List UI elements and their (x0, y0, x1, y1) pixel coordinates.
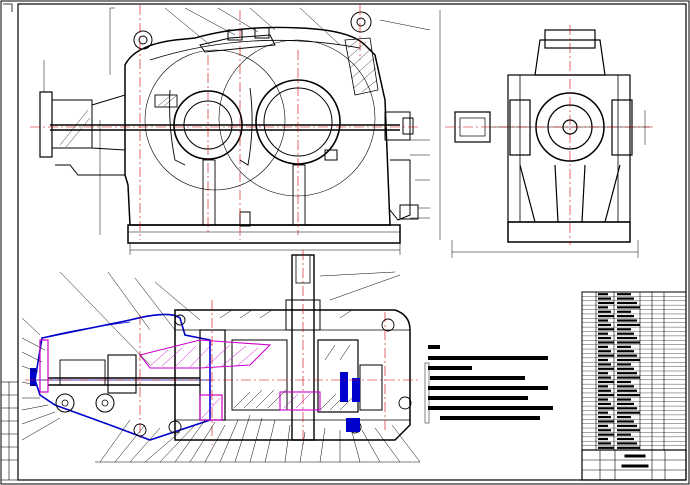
parts-list-name-mark (617, 433, 631, 436)
parts-list-entry-mark (598, 323, 611, 327)
plan-centerlines (25, 250, 420, 445)
parts-list-entry-mark (598, 315, 614, 318)
parts-list-name-mark (617, 336, 637, 340)
front-view-hatch (59, 39, 378, 148)
input-housing-outline (34, 313, 211, 441)
parts-list-entry-mark (598, 367, 614, 370)
parts-list-entry-mark (598, 358, 608, 362)
parts-list-name-mark (617, 319, 637, 322)
parts-list-name-mark (617, 323, 640, 327)
parts-list-entry-mark (598, 297, 611, 300)
blue-sections (30, 368, 360, 432)
parts-list-name-mark (617, 394, 640, 397)
plan-leaders (21, 271, 421, 463)
front-view-centerlines (30, 5, 420, 240)
parts-list-entry-mark (598, 424, 608, 427)
parts-list-entry-mark (598, 363, 611, 366)
parts-list-entry-mark (598, 301, 614, 305)
parts-list-name-mark (617, 442, 637, 445)
parts-list-entry-mark (598, 446, 614, 449)
title-block (581, 449, 687, 481)
parts-list-entry-mark (598, 442, 611, 445)
parts-list-entry-mark (598, 332, 608, 335)
side-view-dims (451, 110, 646, 258)
parts-list-entry-mark (598, 407, 614, 410)
parts-list-name-mark (617, 350, 634, 353)
parts-list-name-mark (617, 376, 640, 379)
plan-section-hatch-dark (219, 309, 357, 411)
parts-list-name-mark (617, 363, 631, 366)
parts-list-name-mark (617, 446, 640, 449)
front-view (39, 11, 419, 244)
parts-list-entry-mark (598, 319, 608, 322)
parts-list-name-mark (617, 415, 631, 419)
binding-strip (0, 381, 19, 481)
lifting-eye-left (133, 30, 153, 50)
plan-section-view (34, 254, 412, 441)
parts-list-entry-mark (598, 398, 608, 401)
parts-list-name-mark (617, 389, 637, 392)
bevel-gear-highlight (139, 339, 272, 369)
parts-list-entry-mark (598, 380, 614, 384)
parts-list-name-mark (617, 306, 640, 309)
parts-list-entry-mark (598, 411, 608, 414)
parts-list-name-mark (617, 420, 634, 423)
parts-list-name-mark (617, 372, 637, 375)
parts-list-name-mark (617, 297, 634, 300)
parts-list-entry-mark (598, 376, 611, 379)
parts-list-entry-mark (598, 336, 611, 340)
parts-list-entry-mark (598, 354, 614, 357)
parts-list-name-mark (617, 310, 631, 313)
side-view-centerlines (445, 25, 655, 245)
parts-list-entry-mark (598, 429, 611, 432)
parts-list-entry-mark (598, 402, 611, 406)
parts-list-name-mark (617, 345, 631, 348)
parts-list-entry-mark (598, 437, 608, 441)
corner-marker (3, 3, 13, 12)
parts-list-name-mark (617, 411, 640, 414)
side-view (454, 29, 650, 243)
sheet-border-inner (17, 3, 687, 481)
parts-list-entry-mark (598, 385, 608, 388)
plan-section-hatch (149, 343, 311, 419)
parts-list-name-mark (617, 402, 634, 406)
parts-list-entry-mark (598, 328, 614, 331)
parts-list-name-mark (617, 315, 634, 318)
parts-list-name-mark (617, 301, 637, 305)
parts-list-name-mark (617, 407, 637, 410)
parts-list-name-mark (617, 367, 634, 370)
parts-list-name-mark (617, 398, 631, 401)
parts-list-entry-mark (598, 433, 614, 436)
parts-list-entry-mark (598, 345, 608, 348)
lifting-eye-right (350, 11, 372, 33)
parts-list-name-mark (617, 424, 637, 427)
parts-list-name-mark (617, 385, 634, 388)
parts-list-name-mark (617, 380, 631, 384)
front-view-leaders (43, 7, 441, 255)
parts-list-entry-mark (598, 306, 608, 309)
parts-list-entry-mark (598, 293, 608, 296)
parts-list-entry-mark (598, 394, 614, 397)
parts-list-name-mark (617, 354, 637, 357)
parts-list-entry-mark (598, 350, 611, 353)
parts-list-entry-mark (598, 420, 614, 423)
parts-list-name-mark (617, 328, 631, 331)
parts-list-entry-mark (598, 310, 611, 313)
technical-notes (424, 345, 553, 424)
parts-list-entry-mark (598, 415, 611, 419)
parts-list-rows (582, 293, 686, 449)
parts-list-entry-mark (598, 372, 608, 375)
parts-list-entry-mark (598, 341, 614, 344)
parts-list-name-mark (617, 429, 640, 432)
parts-list-name-mark (617, 341, 640, 344)
parts-list-name-mark (617, 332, 634, 335)
parts-list-entry-mark (598, 389, 611, 392)
parts-list-name-mark (617, 437, 634, 441)
parts-list-name-mark (617, 358, 640, 362)
parts-list-name-mark (617, 293, 631, 296)
